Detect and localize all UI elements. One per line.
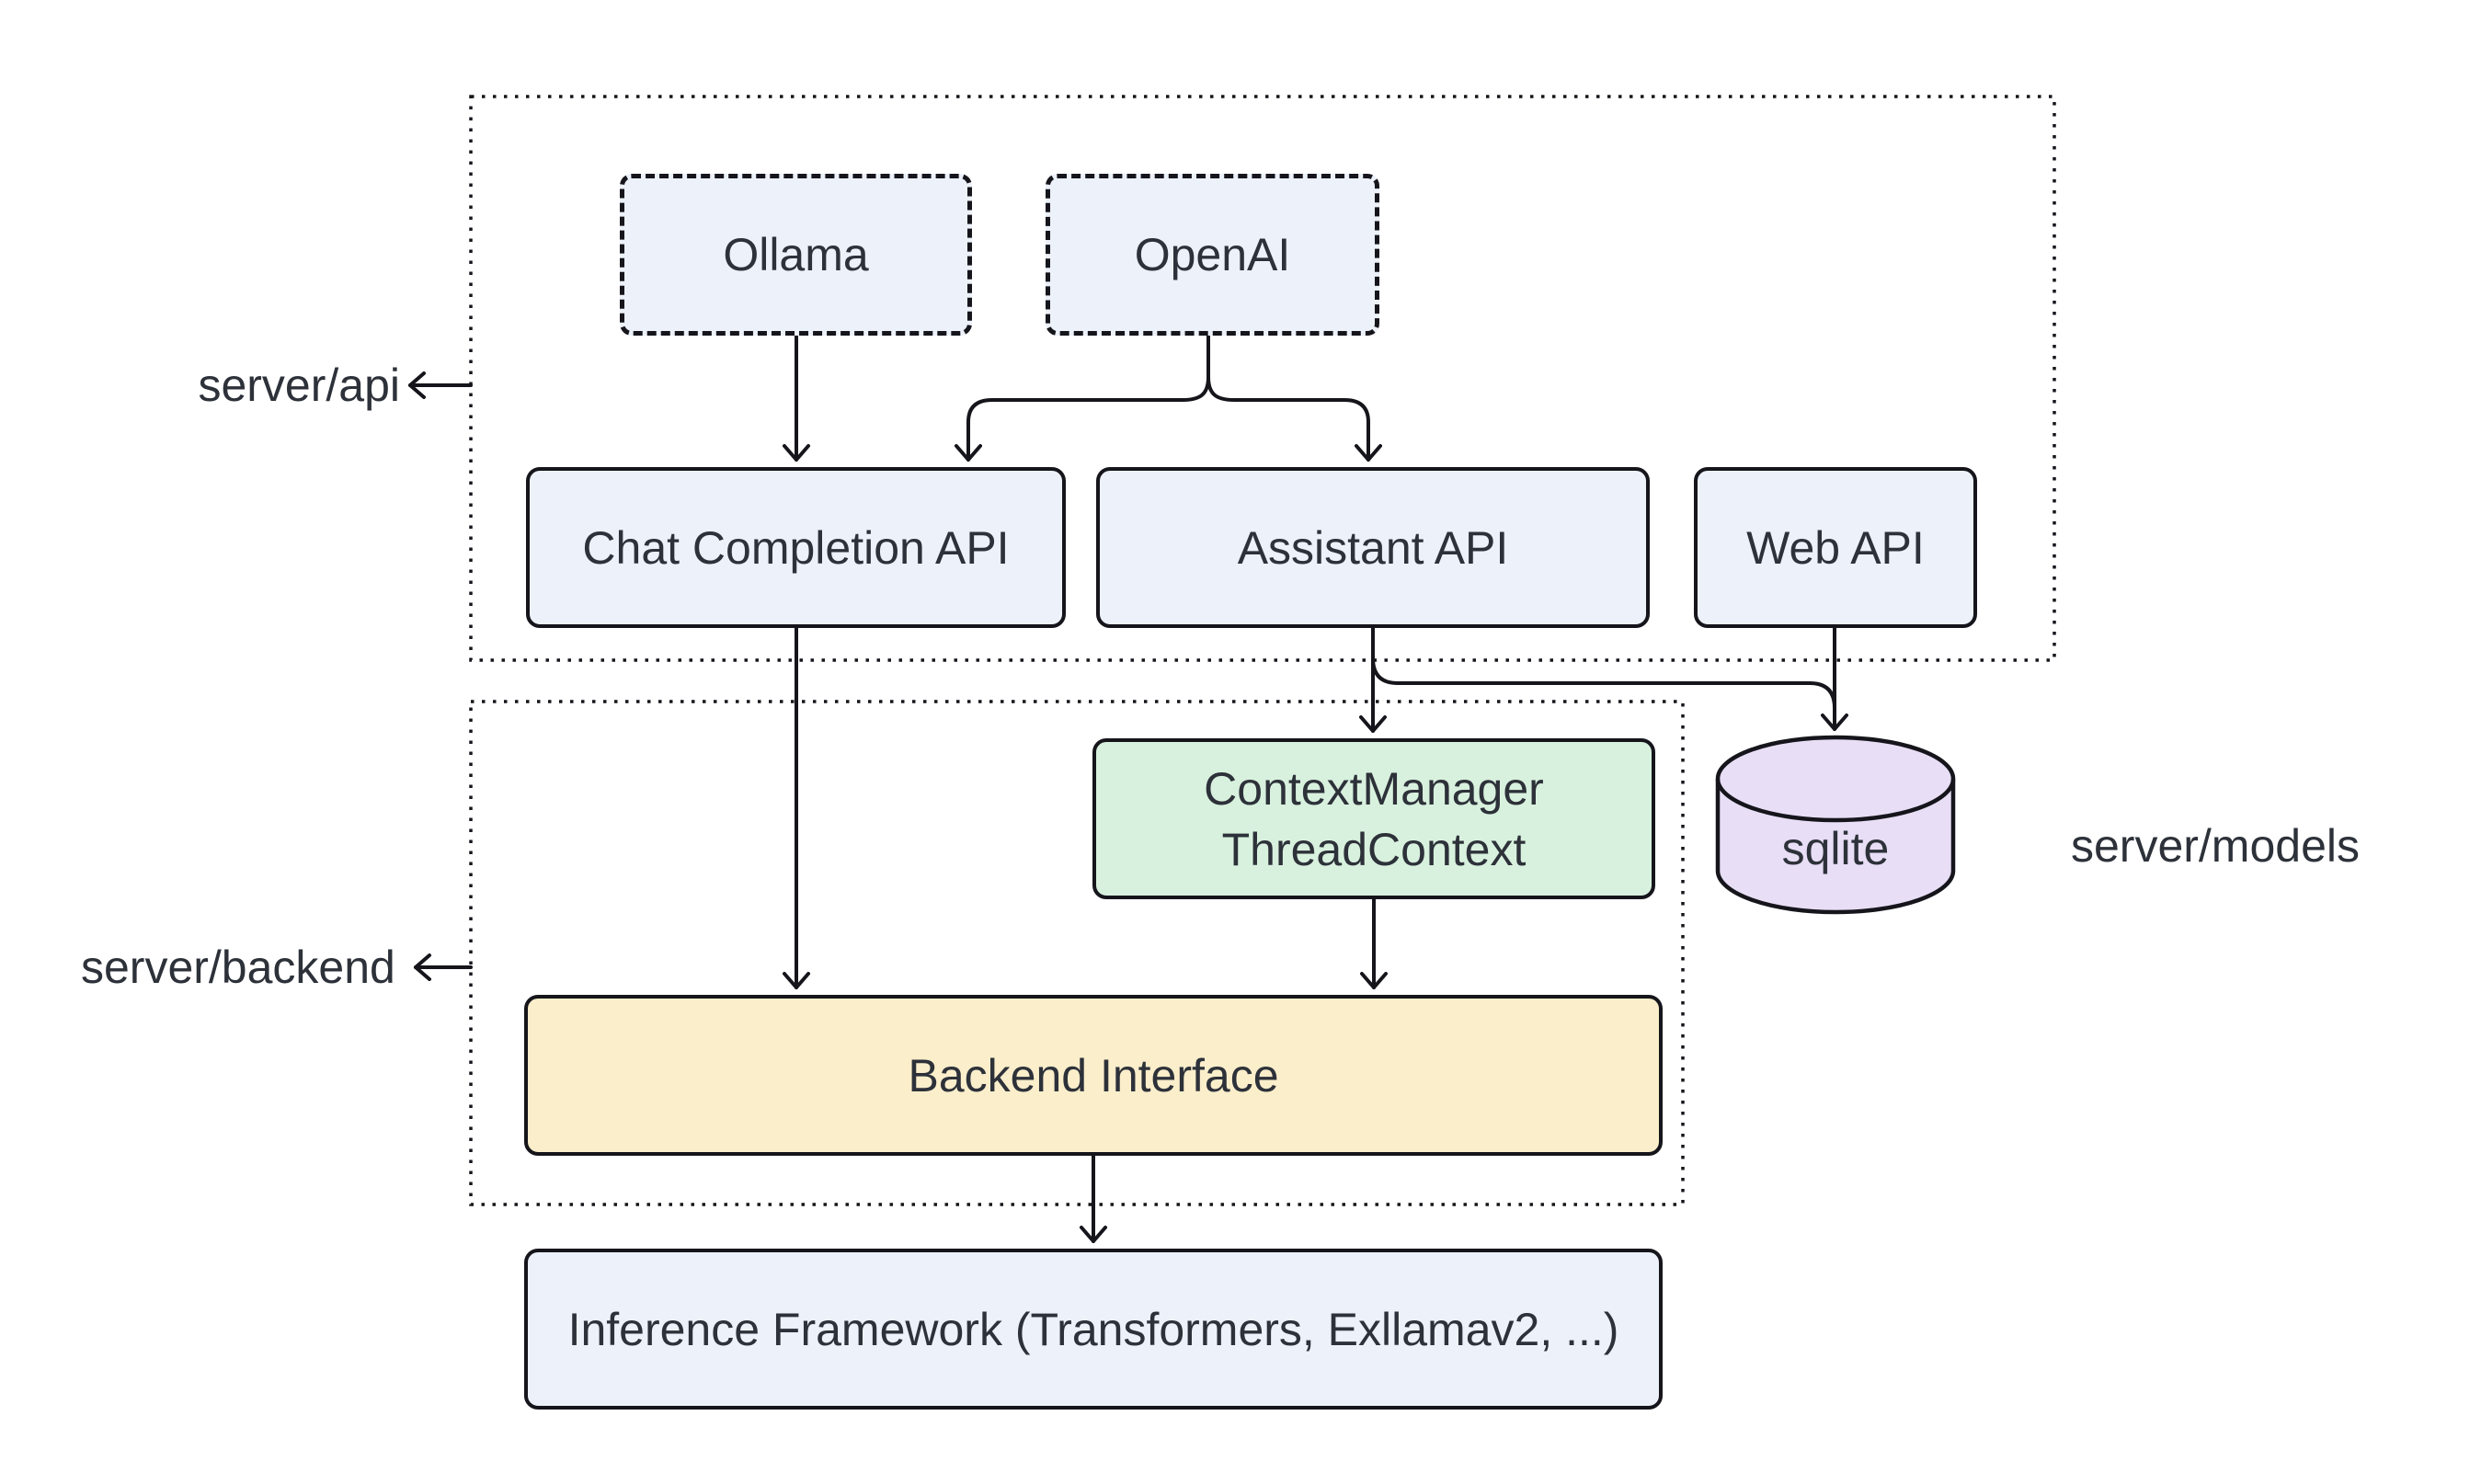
node-openai: OpenAI: [1046, 174, 1379, 336]
node-chat-completion-api-label: Chat Completion API: [582, 521, 1010, 574]
node-inference-framework-label: Inference Framework (Transformers, Exlla…: [567, 1303, 1619, 1355]
node-context-manager-label-line1: ContextManager: [1204, 762, 1544, 815]
group-label-server-api: server/api: [198, 360, 400, 411]
node-sqlite-label: sqlite: [1781, 823, 1890, 874]
group-server-backend-container: [469, 700, 1685, 1206]
node-chat-completion-api: Chat Completion API: [526, 467, 1066, 628]
group-label-server-backend: server/backend: [81, 942, 395, 993]
node-openai-label: OpenAI: [1134, 229, 1291, 280]
edge-openai-to-assistant-api: [1206, 334, 1382, 462]
node-assistant-api-label: Assistant API: [1237, 521, 1509, 574]
edge-openai-to-chat-api: [955, 334, 1210, 462]
database-cylinder-icon: [1715, 735, 1956, 915]
node-inference-framework: Inference Framework (Transformers, Exlla…: [524, 1249, 1663, 1410]
node-context-manager-label-line2: ThreadContext: [1221, 823, 1527, 875]
group-label-server-models: server/models: [2071, 820, 2360, 872]
node-assistant-api: Assistant API: [1096, 467, 1650, 628]
node-ollama-label: Ollama: [723, 229, 869, 280]
edge-assistant-api-to-sqlite: [1371, 631, 1836, 710]
node-context-manager: ContextManager ThreadContext: [1092, 738, 1655, 899]
node-sqlite: sqlite: [1718, 789, 1953, 908]
node-web-api-label: Web API: [1746, 521, 1925, 574]
node-backend-interface-label: Backend Interface: [908, 1049, 1279, 1102]
node-backend-interface: Backend Interface: [524, 995, 1663, 1156]
group-server-api-container: [469, 95, 2056, 662]
node-web-api: Web API: [1694, 467, 1977, 628]
node-ollama: Ollama: [620, 174, 972, 336]
